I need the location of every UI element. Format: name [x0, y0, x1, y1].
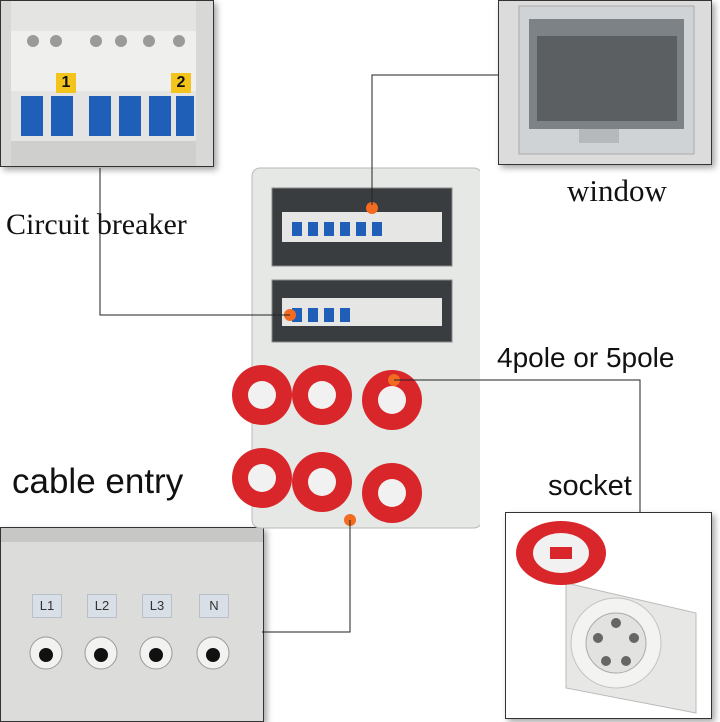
socket-photo — [505, 512, 712, 719]
label-socket: socket — [548, 470, 632, 502]
leader-cable-entry — [262, 520, 351, 633]
cable-entry-photo: L1 L2 L3 N — [0, 527, 264, 722]
label-pole-option: 4pole or 5pole — [497, 342, 675, 373]
cable-tag-l2: L2 — [87, 594, 117, 618]
cable-tag-n: N — [199, 594, 229, 618]
label-circuit-breaker: Circuit breaker — [6, 208, 187, 241]
breaker-number-2: 2 — [171, 73, 191, 93]
breaker-number-1: 1 — [56, 73, 76, 93]
label-window: window — [567, 173, 667, 208]
circuit-breaker-photo: 1 2 — [0, 0, 214, 167]
cable-tag-l3: L3 — [142, 594, 172, 618]
label-cable-entry: cable entry — [12, 462, 184, 501]
window-photo — [498, 0, 712, 165]
distribution-enclosure — [232, 167, 480, 529]
cable-tag-l1: L1 — [32, 594, 62, 618]
